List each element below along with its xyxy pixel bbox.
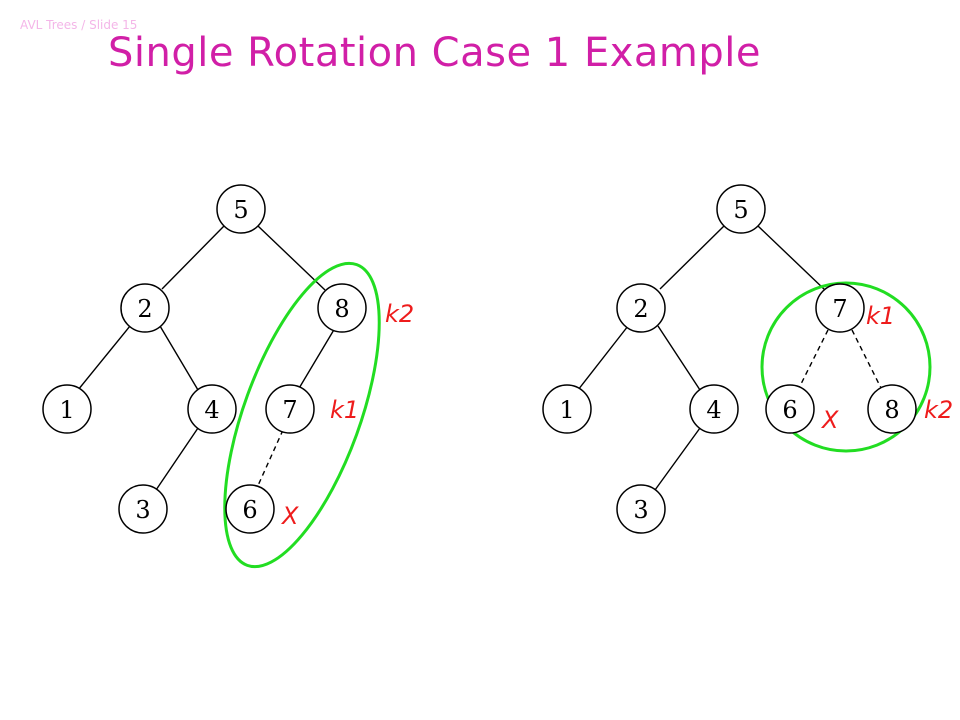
annotation-k1: k1	[330, 396, 359, 424]
tree-node: 3	[616, 484, 666, 534]
tree-node: 5	[716, 184, 766, 234]
edge-7-8	[851, 329, 883, 391]
page-title: Single Rotation Case 1 Example	[108, 30, 761, 76]
tree-node: 6	[765, 384, 815, 434]
edge-5-2	[161, 225, 225, 290]
edge-2-4	[657, 325, 701, 391]
tree-node: 2	[120, 283, 170, 333]
tree-node: 7	[815, 283, 865, 333]
node-label: 8	[334, 295, 349, 323]
tree-node: 8	[867, 384, 917, 434]
tree-node: 4	[689, 384, 739, 434]
node-label: 8	[884, 396, 899, 424]
annotation-k2: k2	[924, 396, 953, 424]
node-label: 5	[233, 196, 248, 224]
edge-2-4	[159, 325, 199, 391]
highlight-ring	[223, 261, 381, 569]
edge-7-6	[797, 329, 829, 391]
node-label: 1	[59, 396, 74, 424]
edge-5-7	[757, 225, 826, 291]
node-label: 4	[706, 396, 721, 424]
tree-node: 7	[265, 384, 315, 434]
before-tree: 5 2 8 1 4 7 3 6 k2 k	[42, 184, 414, 569]
node-label: 5	[733, 196, 748, 224]
edge-5-2	[659, 225, 725, 290]
annotation-x: X	[820, 406, 839, 434]
edge-4-3	[654, 427, 701, 491]
edge-7-6	[255, 429, 284, 491]
breadcrumb: AVL Trees / Slide 15	[20, 18, 138, 32]
edge-4-3	[155, 427, 199, 491]
tree-node: 2	[616, 283, 666, 333]
after-tree: 5 2 7 1 4 6 8 3 k1 X	[542, 184, 953, 534]
tree-node: 5	[216, 184, 266, 234]
node-label: 2	[137, 295, 152, 323]
edge-5-8	[257, 225, 326, 291]
node-label: 1	[559, 396, 574, 424]
annotation-x: X	[280, 502, 299, 530]
node-label: 7	[282, 396, 297, 424]
node-label: 2	[633, 295, 648, 323]
node-label: 6	[782, 396, 797, 424]
tree-node: 1	[542, 384, 592, 434]
tree-node: 1	[42, 384, 92, 434]
node-label: 3	[633, 496, 648, 524]
tree-node: 3	[118, 484, 168, 534]
annotation-k2: k2	[385, 300, 414, 328]
highlight-ring	[760, 281, 932, 453]
annotation-k1: k1	[866, 302, 895, 330]
node-label: 6	[242, 496, 257, 524]
tree-node: 4	[187, 384, 237, 434]
edge-2-1	[577, 325, 629, 391]
node-label: 7	[832, 295, 847, 323]
node-label: 3	[135, 496, 150, 524]
edge-8-7	[297, 327, 336, 391]
tree-node: 6	[225, 484, 275, 534]
tree-node: 8	[317, 283, 367, 333]
edge-2-1	[77, 325, 131, 391]
node-label: 4	[204, 396, 219, 424]
